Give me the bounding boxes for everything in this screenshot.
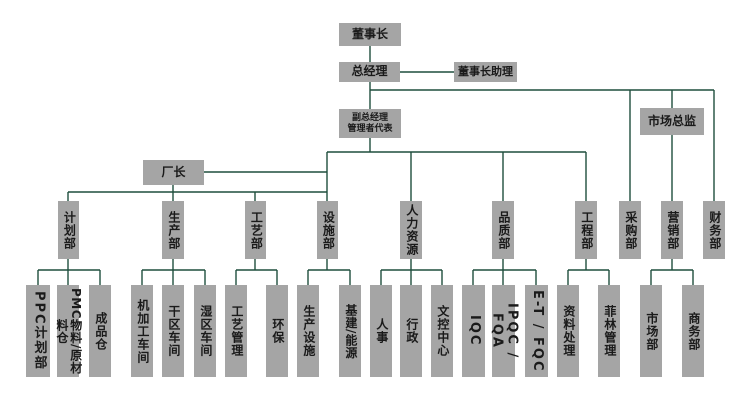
unit-feilin-mgmt: 菲林管理 [598,285,620,377]
unit-personnel: 人事 [370,285,392,377]
unit-dry-zone: 干区车间 [162,285,184,377]
dept-quality: 品质部 [492,201,514,259]
unit-business-dept: 商务部 [682,285,704,377]
factory-director-box: 厂长 [143,160,204,185]
unit-env: 环保 [266,285,288,377]
chairman-box: 董事长 [339,23,401,46]
dept-marketing: 营销部 [661,201,683,259]
unit-machining: 机加工车间 [131,285,153,377]
unit-prod-facilities: 生产设施 [297,285,319,377]
dept-process: 工艺部 [245,201,266,259]
unit-pmc: PMC物料/原材料仓 [55,285,83,377]
unit-market-dept: 市场部 [640,285,662,377]
unit-ppc: PPC计划部 [26,285,50,377]
dept-hr: 人力资源 [400,201,422,259]
unit-iqc: IQC [462,285,485,377]
unit-wet-zone: 湿区车间 [194,285,216,377]
unit-doc-control: 文控中心 [431,285,453,377]
dept-finance: 财务部 [703,201,725,259]
unit-process-mgmt: 工艺管理 [225,285,247,377]
unit-data-processing: 资料处理 [557,285,579,377]
unit-admin: 行政 [400,285,422,377]
dept-production: 生产部 [162,201,184,259]
unit-ipqc-fqa: IPQC / FQA [490,285,519,377]
deputy-gm-box: 副总经理 管理者代表 [339,109,401,138]
unit-et-fqc: E-T / FQC [525,285,548,377]
dept-engineering: 工程部 [575,201,597,259]
deputy-gm-title: 副总经理 [351,113,388,124]
dept-facilities: 设施部 [317,201,338,259]
dept-purchasing: 采购部 [619,201,641,259]
unit-finished-goods: 成品仓 [89,285,111,377]
general-manager-box: 总经理 [339,62,400,82]
management-rep-title: 管理者代表 [347,123,393,134]
market-director-box: 市场总监 [640,108,704,135]
dept-planning: 计划部 [58,201,79,259]
unit-infra-energy: 基建/能源 [339,285,361,377]
chairman-assistant-box: 董事长助理 [454,62,517,82]
